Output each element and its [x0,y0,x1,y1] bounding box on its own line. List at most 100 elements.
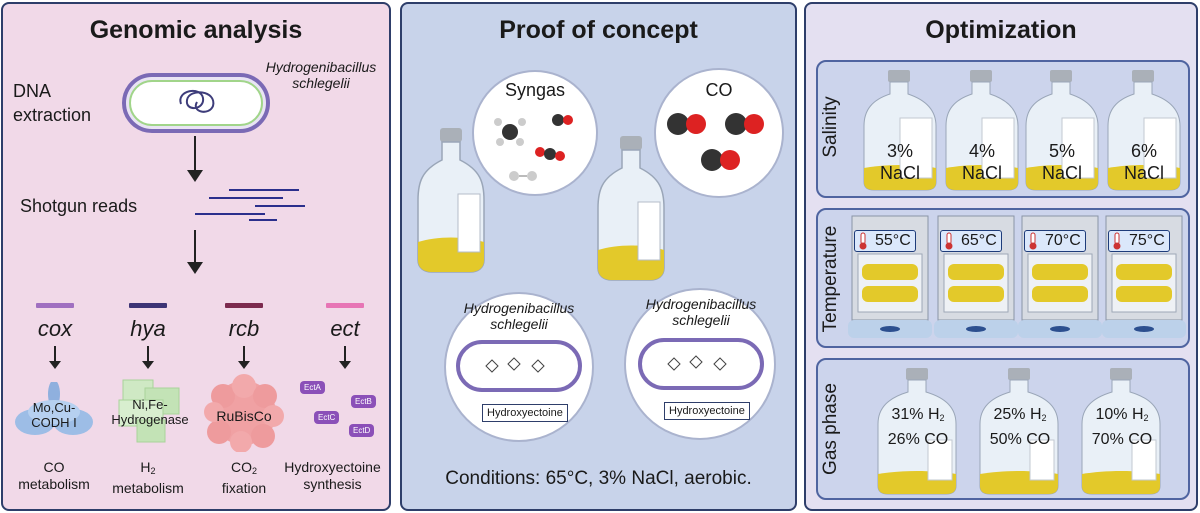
salinity-3-pct: 5% [1048,141,1075,161]
organism-right-label: Hydrogenibacillus schlegelii [634,296,768,328]
temperature-1-tag: 55°C [854,230,916,252]
gas-bottle-3-label: 10% H2 70% CO [1076,404,1168,451]
gas-1-h2: 31% H2 [872,404,964,429]
rubisco-label: RuBisCo [216,408,272,424]
arrowhead-cox-icon [49,361,61,369]
caption-co-metabolism: CO metabolism [4,459,104,493]
bacterium-cell-icon [122,73,270,133]
caption-synthesis: synthesis [303,476,362,492]
organism-line1: Hydrogenibacillus [265,59,377,75]
ectc-protein: EctC [314,411,340,424]
thermometer-4-icon [1113,232,1121,250]
gene-rcb: rcb [228,316,260,341]
dna-label-line2: extraction [13,105,92,125]
conditions-text: Conditions: 65°C, 3% NaCl, aerobic. [445,468,752,489]
caption-metabolism-2: metabolism [112,480,184,496]
temperature-2-tag: 65°C [940,230,1002,252]
gas-3-h2-sub: 2 [1143,413,1149,423]
gas-3-h2: 10% H2 [1076,404,1168,429]
salinity-bottle-2-label: 4% NaCl [946,140,1018,184]
caption-h2: H2 [140,459,156,476]
ectd-protein: EctD [349,424,375,437]
hydroxyectoine-box-left: Hydroxyectoine [482,404,568,422]
gas-1-co: 26% CO [887,431,949,448]
syngas-molecules-icon [494,114,573,181]
arrowhead-1-icon [187,170,203,182]
codh-label: Mo,Cu- CODH I [4,400,104,430]
shotgun-reads-icon [195,189,305,221]
bottle-1-icon [417,128,485,273]
salinity-subpanel: Salinity 3% NaCl 4% NaCl 5% [816,60,1190,198]
organism-name: Hydrogenibacillus schlegelii [261,59,381,91]
temperature-label: Temperature [820,225,841,333]
salinity-1-salt: NaCl [879,163,920,183]
organism-left-line1: Hydrogenibacillus [463,300,575,316]
arrowhead-ect-icon [339,361,351,369]
gas-1-h2-sub: 2 [939,413,945,423]
hydrogenase-label: Ni,Fe- Hydrogenase [100,397,200,427]
gene-cox: cox [37,316,73,341]
gas-2-h2: 25% H2 [974,404,1066,429]
salinity-2-pct: 4% [968,141,995,161]
ecta-protein: EctA [300,381,325,394]
salinity-1-pct: 3% [886,141,913,161]
salinity-bottle-3-label: 5% NaCl [1026,140,1098,184]
salinity-4-pct: 6% [1130,141,1157,161]
gas-2-h2-sub: 2 [1041,413,1047,423]
codh-line2: CODH I [31,415,77,430]
ectb-protein: EctB [351,395,376,408]
gas-phase-label: Gas phase [820,383,841,475]
caption-co2: CO2 [194,459,294,480]
salinity-bottle-3-icon [1025,70,1099,191]
salinity-bottle-4-label: 6% NaCl [1108,140,1180,184]
caption-metabolism-1: metabolism [18,476,90,492]
organism-right-line2: schlegelii [672,312,730,328]
co-molecules-icon [667,113,764,171]
gene-hya: hya [130,316,166,341]
salinity-4-salt: NaCl [1123,163,1164,183]
gas-3-h2-text: 10% H [1095,406,1144,423]
arrow-down-2 [194,230,196,266]
organism-right-cell-icon [638,338,764,390]
gas-phase-subpanel: Gas phase 31% H2 26% CO 25% H2 50% CO [816,358,1190,500]
arrow-rcb [243,346,245,364]
temperature-subpanel: Temperature [816,208,1190,348]
caption-co2-fixation: CO2 fixation [194,459,294,497]
h2-subscript: 2 [150,466,156,476]
optimization-panel: Optimization Salinity 3% NaCl 4% NaCl [804,2,1198,511]
gas-bottle-2-icon [979,368,1059,495]
gas-1-h2-text: 31% H [891,406,940,423]
caption-hydroxyectoine: Hydroxyectoine [284,459,381,475]
gas-bottle-1-icon [877,368,957,495]
hydrogenase-line2: Hydrogenase [111,412,189,427]
bottle-2-icon [597,136,665,281]
gas-2-co: 50% CO [989,431,1051,448]
salinity-bottle-4-icon [1107,70,1181,191]
caption-co: CO [43,459,65,475]
caption-hydroxyectoine-synthesis: Hydroxyectoine synthesis [275,459,390,493]
proof-of-concept-title: Proof of concept [499,16,698,44]
caption-h2-metabolism: H2 metabolism [98,459,198,497]
hydrogenase-enzyme-icon [118,379,180,443]
arrowhead-rcb-icon [238,361,250,369]
gene-line-ect [326,303,364,308]
shotgun-reads-label: Shotgun reads [20,196,138,216]
organism-right-line1: Hydrogenibacillus [645,296,757,312]
co2-subscript: 2 [251,466,257,476]
gas-2-h2-text: 25% H [993,406,1042,423]
genomic-analysis-title: Genomic analysis [89,16,303,44]
gene-line-hya [129,303,167,308]
arrow-ect [344,346,346,364]
dna-extraction-label: DNA extraction [13,79,91,127]
genomic-analysis-panel: Genomic analysis DNA extraction Hydrogen… [1,2,391,511]
thermometer-2-icon [945,232,953,250]
gas-bottle-3-icon [1081,368,1161,495]
thermometer-3-icon [1029,232,1037,250]
organism-left-cell-icon [456,340,582,392]
salinity-bottle-2-icon [945,70,1019,191]
caption-fixation: fixation [221,480,267,496]
arrowhead-2-icon [187,262,203,274]
thermometer-1-icon [859,232,867,250]
syngas-label: Syngas [504,80,566,100]
arrow-hya [147,346,149,364]
